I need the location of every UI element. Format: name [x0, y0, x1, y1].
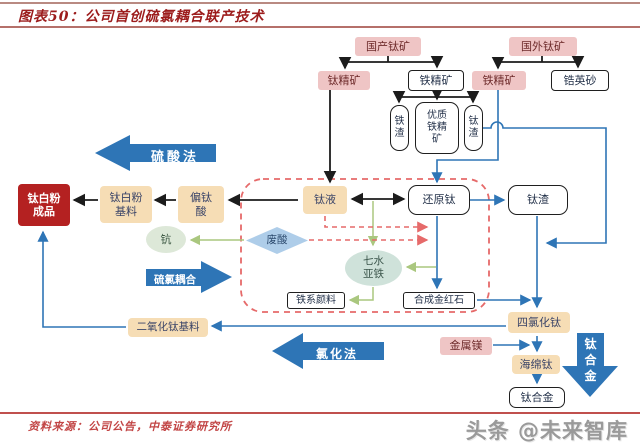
node-ti-slag-top: 钛 渣 — [464, 105, 483, 151]
node-foreign-ore: 国外钛矿 — [509, 37, 577, 56]
edge-tio2-base-to-product — [37, 230, 126, 328]
edge-fe-concentrate-split — [399, 91, 473, 98]
node-domestic-ore: 国产钛矿 — [355, 37, 421, 56]
node-iron-pigment: 铁系颜料 — [287, 292, 345, 309]
node-fe-concentrate-foreign: 铁精矿 — [472, 71, 526, 90]
node-tio2-base-chloride: 二氧化钛基料 — [128, 318, 208, 337]
edge-ti-slag-top-to-chloride-line — [483, 121, 607, 249]
node-ti-concentrate: 钛精矿 — [318, 71, 370, 90]
node-fe-concentrate-domestic: 铁精矿 — [408, 70, 464, 91]
edge-ti-liquid-recycle-dashed — [324, 216, 429, 233]
sulfate-process-arrow — [95, 135, 216, 171]
edge-foreign-ore-split — [498, 56, 578, 63]
node-quality-fe-concentrate: 优质 铁精 矿 — [415, 102, 459, 154]
node-ticl4: 四氯化钛 — [508, 312, 570, 333]
edge-domestic-ore-split — [345, 56, 437, 63]
top-rule — [0, 2, 640, 4]
title-divider — [0, 26, 640, 28]
node-tio2-base-sulfate: 钛白粉 基料 — [100, 186, 152, 223]
coupling-region-outline — [240, 178, 490, 313]
watermark: 头条 @未来智库 — [465, 419, 628, 443]
source-note: 资料来源：公司公告，中泰证券研究所 — [28, 420, 232, 433]
node-ferrous-heptahydrate: 七水 亚铁 — [345, 250, 402, 286]
node-scandium: 钪 — [146, 226, 186, 253]
edge-ferrous-to-pigment — [348, 287, 374, 306]
node-ti-alloy: 钛合金 — [509, 387, 565, 408]
figure-title: 图表50：公司首创硫氯耦合联产技术 — [18, 9, 265, 25]
sulfate-process-label: 硫酸法 — [150, 150, 199, 165]
node-zircon-sand: 锆英砂 — [551, 70, 609, 91]
node-metatitanic-acid: 偏钛 酸 — [178, 186, 224, 223]
chloride-process-label: 氯化法 — [315, 347, 358, 361]
ti-alloy-arrow — [562, 333, 618, 397]
node-synthetic-rutile: 合成金红石 — [403, 292, 475, 309]
node-reduced-ti: 还原钛 — [408, 185, 470, 215]
node-tio2-finished: 钛白粉 成品 — [18, 184, 70, 226]
node-magnesium: 金属镁 — [440, 337, 492, 355]
node-iron-slag: 铁 渣 — [390, 105, 409, 151]
ti-alloy-label: 钛 合 金 — [584, 337, 597, 384]
coupling-process-arrow — [146, 261, 232, 293]
node-ti-slag-right: 钛渣 — [508, 185, 568, 215]
node-ti-liquid: 钛液 — [303, 186, 347, 214]
footer-rule — [0, 412, 640, 414]
node-sponge-ti: 海绵钛 — [512, 355, 560, 374]
coupling-process-label: 硫氯耦合 — [154, 274, 196, 286]
edge-foreign-fe-to-reduced-ti — [431, 90, 499, 184]
chloride-process-arrow — [272, 333, 384, 369]
